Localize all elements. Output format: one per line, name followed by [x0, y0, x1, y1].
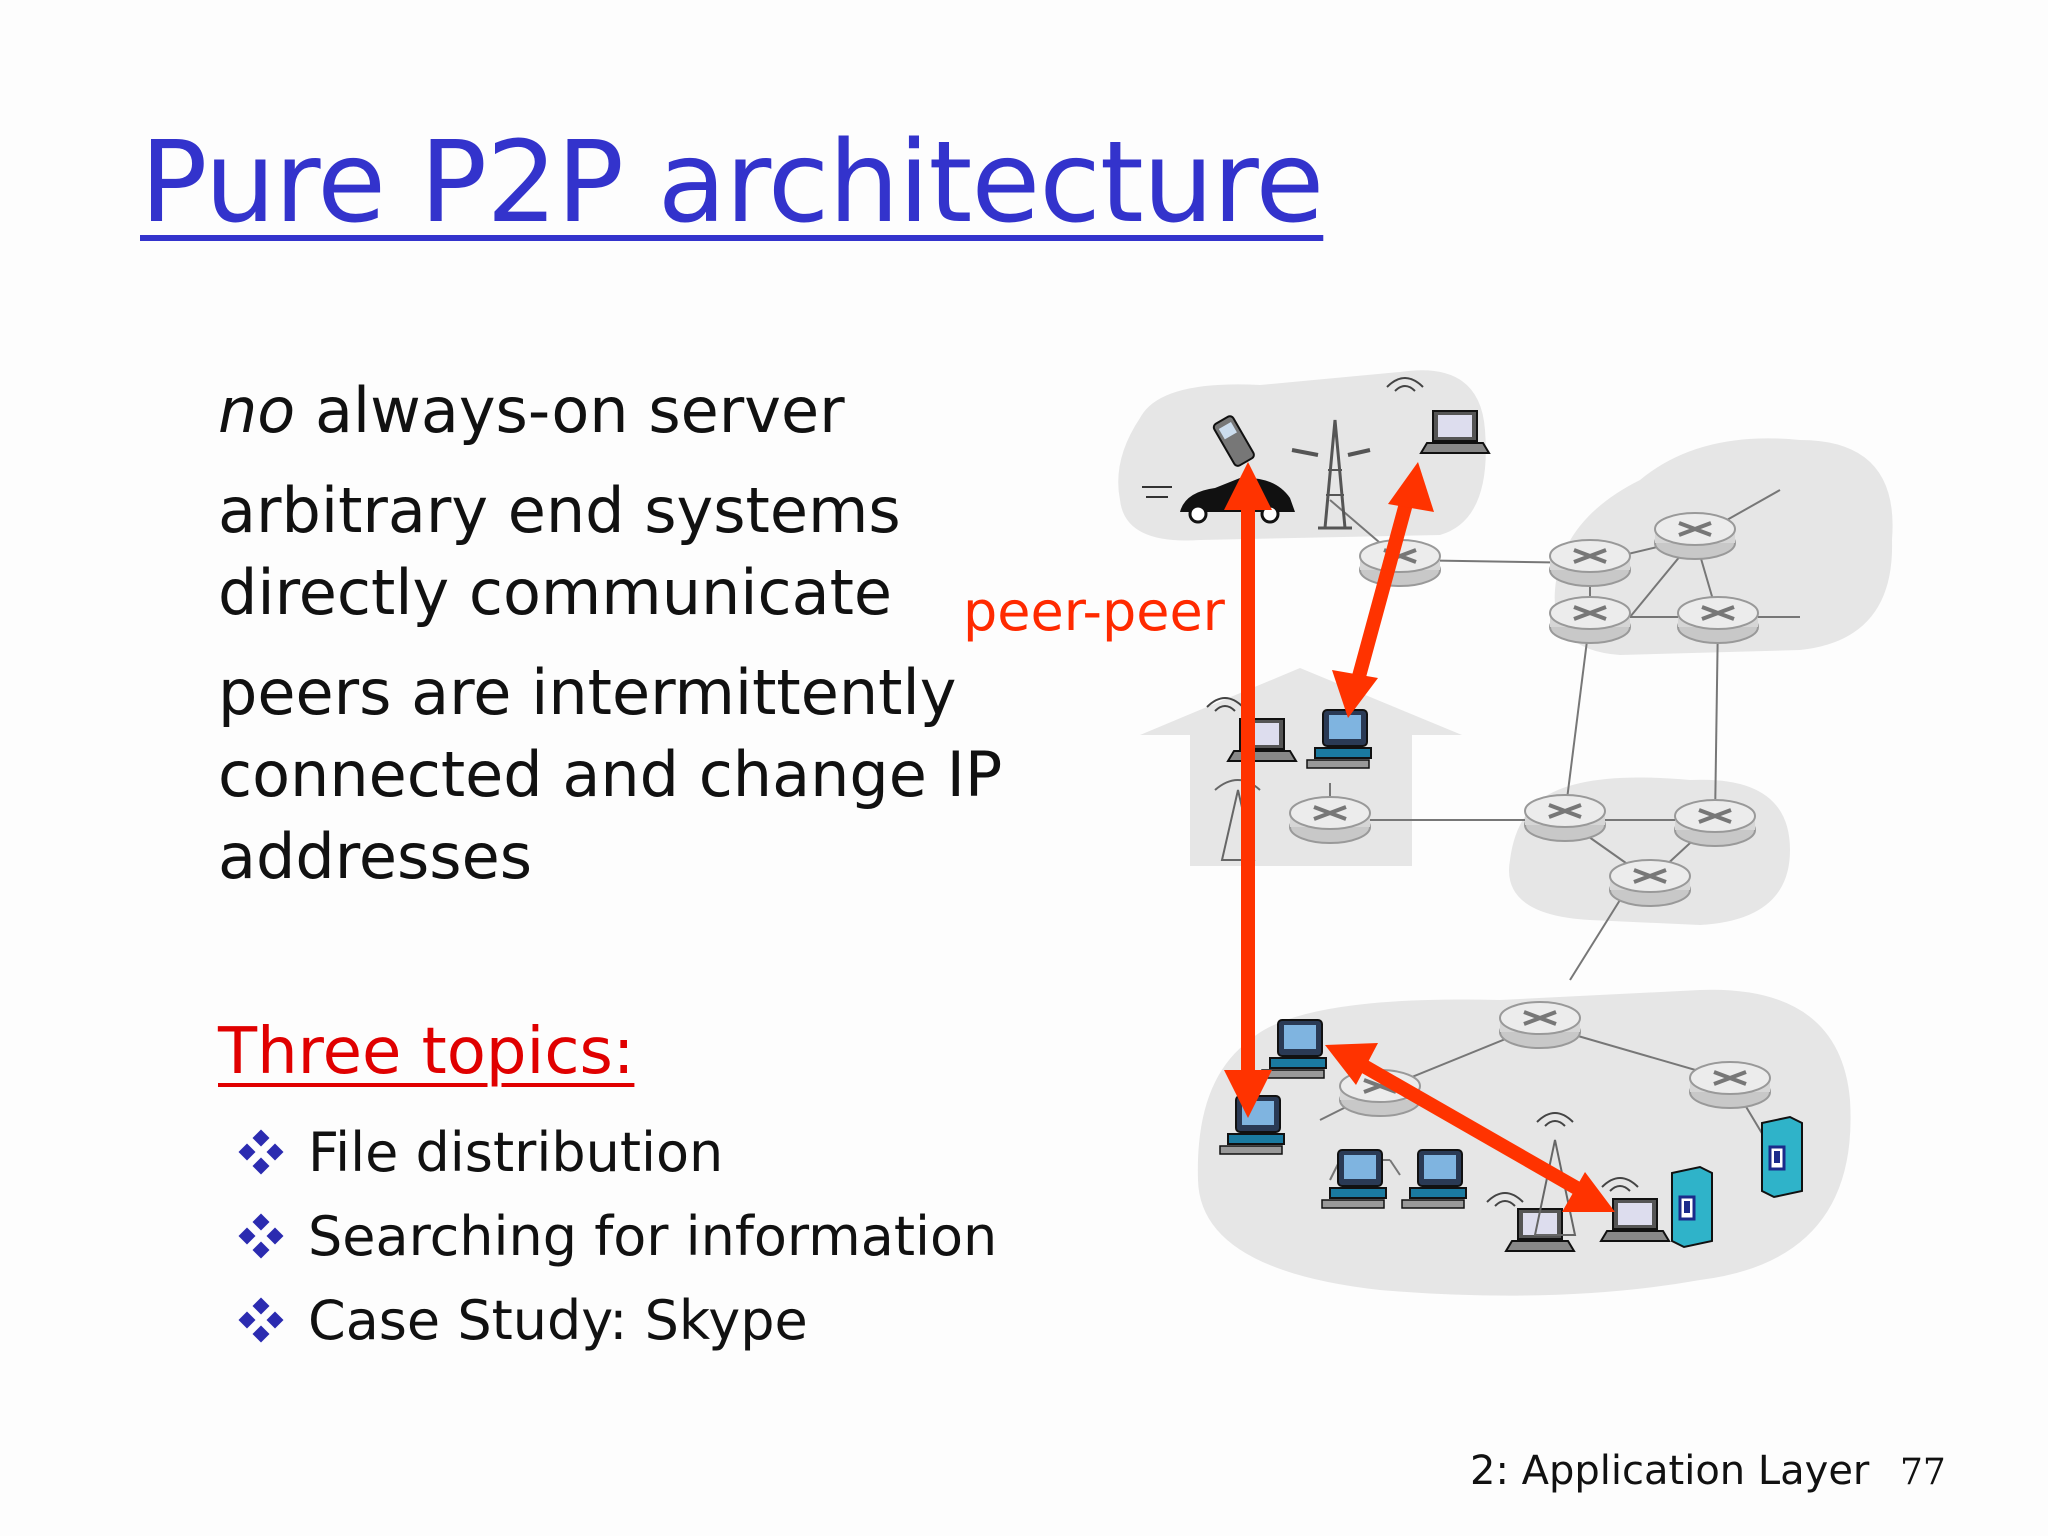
router-icon: [1548, 538, 1632, 588]
cell-phone-icon: [1212, 415, 1255, 467]
router-icon: [1608, 858, 1692, 908]
topic-label: File distribution: [308, 1120, 724, 1184]
bullet-text: always-on server: [295, 374, 845, 447]
router-icon: [1673, 798, 1757, 848]
peer-peer-label: peer-peer: [963, 580, 1225, 643]
topic-item: File distribution: [238, 1110, 997, 1194]
server-icon: [1760, 1115, 1804, 1199]
router-icon: [1653, 511, 1737, 561]
router-icon: [1676, 595, 1760, 645]
topic-label: Case Study: Skype: [308, 1288, 808, 1352]
topic-item: Searching for information: [238, 1194, 998, 1278]
router-icon: [1288, 795, 1372, 845]
bullet-list: no always-on server arbitrary end system…: [218, 370, 1038, 916]
bullet-item: no always-on server: [218, 370, 1038, 452]
bullet-text: arbitrary end systems directly communica…: [218, 474, 901, 629]
slide-title: Pure P2P architecture: [140, 118, 1324, 248]
page-number: 77: [1900, 1452, 1946, 1493]
router-icon: [1498, 1000, 1582, 1050]
server-icon: [1670, 1165, 1714, 1249]
bullet-text: peers are intermittently connected and c…: [218, 656, 1003, 893]
cell-tower-icon: [1291, 419, 1371, 530]
topic-list: File distribution Searching for informat…: [238, 1110, 998, 1362]
home-network-shape: [1140, 668, 1462, 866]
bullet-item: arbitrary end systems directly communica…: [218, 470, 938, 634]
peer-peer-arrows: [1224, 462, 1615, 1212]
topic-label: Searching for information: [308, 1204, 998, 1268]
topic-item: Case Study: Skype: [238, 1278, 997, 1362]
topics-heading: Three topics:: [218, 1015, 635, 1089]
router-icon: [1548, 595, 1632, 645]
router-icon: [1523, 793, 1607, 843]
bullet-item: peers are intermittently connected and c…: [218, 652, 1018, 898]
bullet-emphasis: no: [218, 374, 296, 447]
mobile-network-cloud: [1118, 370, 1486, 541]
router-icon: [1688, 1060, 1772, 1110]
footer-chapter: 2: Application Layer: [1470, 1448, 1870, 1494]
